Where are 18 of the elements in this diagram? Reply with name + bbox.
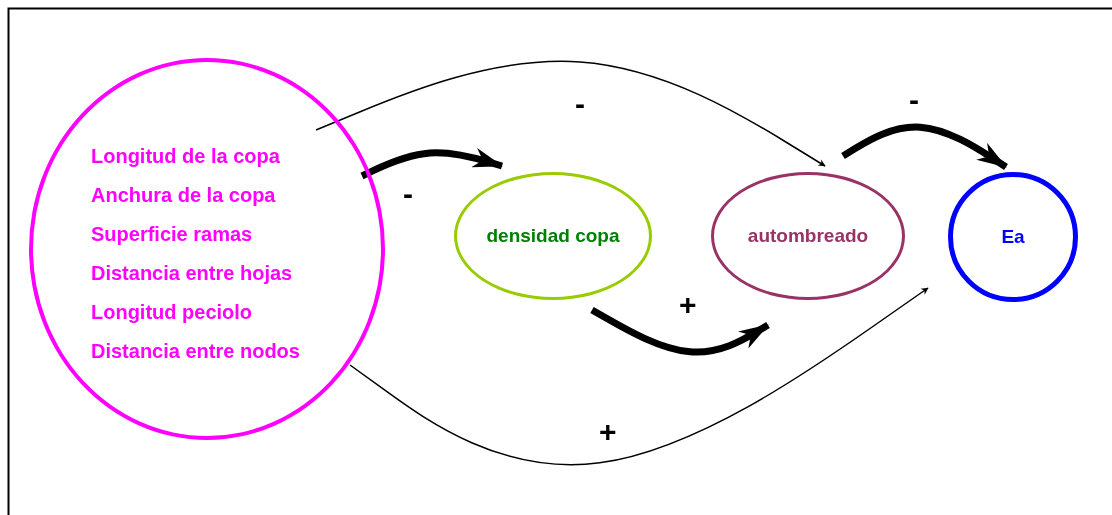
node-label: densidad copa (485, 224, 621, 248)
arrow (360, 148, 503, 180)
arrow (590, 306, 770, 356)
node-label: Anchura de la copa (91, 183, 276, 207)
arrow (349, 287, 929, 466)
arrow (315, 60, 826, 167)
node-label: Ea (1000, 225, 1026, 249)
node-label: Longitud peciolo (91, 300, 253, 324)
node-label: Longitud de la copa (91, 144, 280, 168)
variable-ellipse (454, 172, 652, 300)
variable-ellipse (948, 172, 1078, 302)
node-label: autombreado (746, 224, 870, 248)
node-label: Distancia entre hojas (91, 261, 293, 285)
node-label: Distancia entre nodos (91, 339, 300, 363)
node-label: Superficie ramas (91, 222, 253, 246)
variable-ellipse (711, 172, 905, 300)
factor-circle (29, 58, 385, 440)
arrow (841, 123, 1008, 170)
